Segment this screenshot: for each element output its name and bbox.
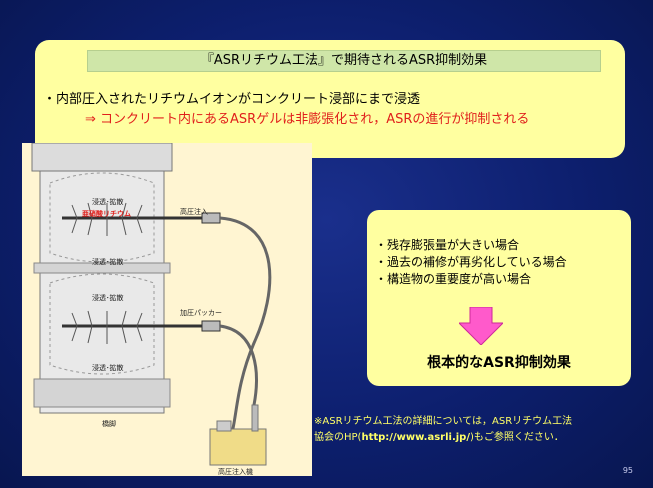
diffusion-zone-lower [49,273,155,375]
injector-machine [209,404,267,466]
condition-item: ・過去の補修が再劣化している場合 [375,255,567,269]
pier-base [33,378,171,408]
condition-item: ・構造物の重要度が高い場合 [375,272,532,286]
lithium-penetration-text: ・内部圧入されたリチウムイオンがコンクリート浸部にまで浸透 [43,92,421,107]
result-title: 根本的なASR抑制効果 [427,355,571,371]
pier-diagram [31,143,272,466]
down-arrow-icon [459,307,503,345]
pressure-injection-label: 高圧注入 [180,208,208,216]
pressure-packer-label: 加圧パッカー [180,309,222,317]
diffuse-label-3: 浸透･拡散 [92,294,124,302]
pier-injection-illustration: 浸透･拡散 亜硝酸リチウム 高圧注入 浸透･拡散 浸透･拡散 加圧パッカー 浸透… [22,143,312,476]
top-callout: 『ASRリチウム工法』で期待されるASR抑制効果 ・内部圧入されたリチウムイオン… [35,40,625,158]
pier-joint [33,262,171,274]
diffuse-label-1: 浸透･拡散 [92,198,124,206]
pier-label: 橋脚 [102,420,116,428]
pier-cap [31,143,173,172]
asr-suppression-text: ⇒ コンクリート内にあるASRゲルは非膨張化され，ASRの進行が抑制される [85,112,530,127]
diffusion-zone-upper [49,172,155,263]
note-line-2: 協会のHP(http://www.asrli.jp/)もご参照ください． [314,428,564,443]
website-link[interactable]: http://www.asrli.jp/ [361,432,470,443]
upper-injection-rod [62,202,221,236]
nitrite-lithium-label: 亜硝酸リチウム [82,210,131,218]
page-number: 95 [622,466,633,475]
lower-hose [219,324,258,406]
note-suffix: )もご参照ください． [470,432,564,443]
diffuse-label-4: 浸透･拡散 [92,364,124,372]
injector-label: 高圧注入機 [218,468,253,476]
note-line-1: ※ASRリチウム工法の詳細については，ASRリチウム工法 [314,416,573,427]
condition-item: ・残存膨張量が大きい場合 [375,238,520,252]
lower-injection-rod [62,310,221,344]
note-prefix: 協会のHP( [314,432,362,443]
diffuse-label-2: 浸透･拡散 [92,258,124,266]
application-conditions-callout: ・残存膨張量が大きい場合 ・過去の補修が再劣化している場合 ・構造物の重要度が高… [367,210,631,386]
slide-title: 『ASRリチウム工法』で期待されるASR抑制効果 [87,50,601,72]
upper-hose [219,216,272,434]
